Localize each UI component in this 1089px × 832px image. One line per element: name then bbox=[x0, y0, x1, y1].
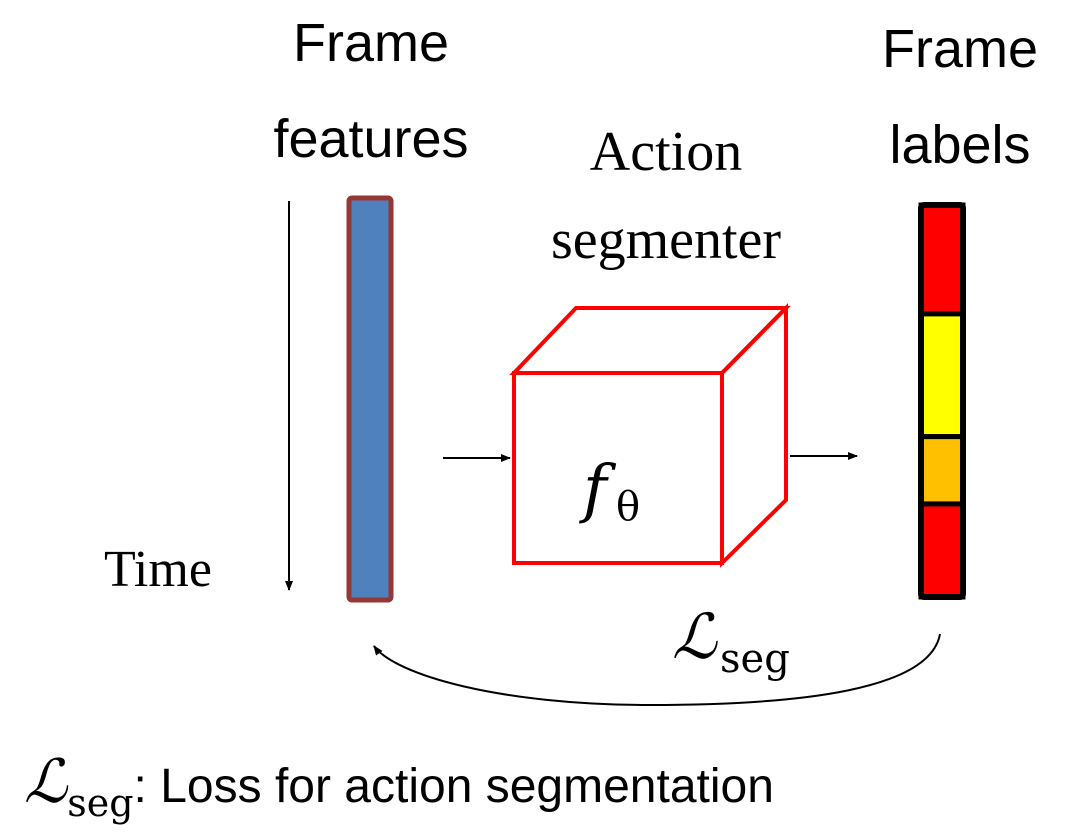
caption-loss-symbol: ℒ bbox=[24, 747, 68, 817]
frame-label-segment-4 bbox=[918, 501, 966, 600]
frame-features-bar bbox=[346, 195, 394, 603]
action-segmenter-title-line1: Action bbox=[589, 121, 743, 183]
action-segmenter-title-line2: segmenter bbox=[550, 209, 782, 271]
frame-label-segment-2 bbox=[918, 311, 966, 440]
frame-label-segment-3 bbox=[918, 434, 966, 507]
action-segmenter-cube bbox=[509, 303, 791, 568]
frame-label-segment-1 bbox=[918, 202, 966, 317]
function-subscript: θ bbox=[616, 484, 640, 530]
cube-side-face bbox=[720, 303, 788, 568]
frame-features-title-line2: features bbox=[273, 109, 469, 169]
time-label: Time bbox=[104, 541, 212, 598]
frame-features-title-line1: Frame bbox=[292, 13, 450, 73]
cube-top-face bbox=[509, 306, 791, 375]
loss-subscript: seg bbox=[720, 636, 790, 682]
caption-loss-subscript: seg bbox=[67, 781, 134, 825]
loss-symbol: ℒ bbox=[672, 600, 718, 673]
function-symbol: f bbox=[579, 452, 617, 526]
loss-feedback-arrow bbox=[373, 633, 941, 707]
frame-labels-outline bbox=[918, 202, 966, 600]
caption-text: : Loss for action segmentation bbox=[133, 760, 774, 813]
frame-labels-title-line1: Frame bbox=[881, 19, 1039, 79]
frame-labels-bar bbox=[918, 202, 966, 600]
frame-labels-title-line2: labels bbox=[889, 115, 1031, 175]
cube-front-face bbox=[512, 371, 724, 565]
caption: ℒseg: Loss for action segmentation bbox=[24, 752, 774, 822]
